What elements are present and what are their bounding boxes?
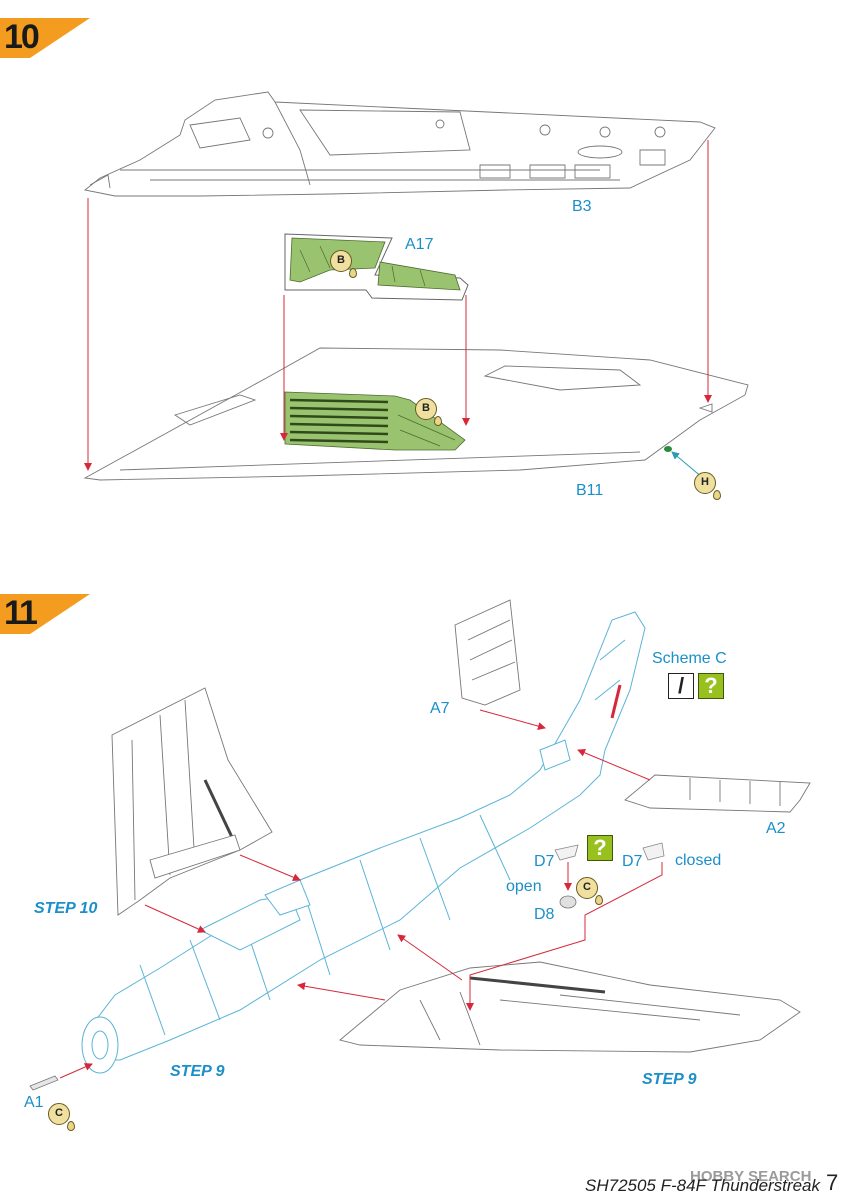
label-b11: B11 (576, 482, 604, 499)
paint-b-top-icon: B (330, 250, 357, 278)
label-d7-left: D7 (534, 853, 555, 870)
watermark: HOBBY SEARCH (690, 1168, 812, 1185)
label-open: open (506, 878, 542, 895)
paint-c-a1-icon: C (48, 1103, 75, 1131)
part-d7-right (642, 842, 665, 861)
page-number: 7 (826, 1170, 839, 1195)
step-10-badge: 10 (0, 18, 90, 58)
ref-step-9-left: STEP 9 (170, 1063, 225, 1080)
part-a17-insert (284, 233, 469, 301)
part-right-wing (339, 961, 801, 1053)
label-d7-right: D7 (622, 853, 643, 870)
step-10-badge-shape (0, 18, 90, 58)
scheme-unknown-icon: ? (698, 673, 724, 699)
part-d8 (559, 895, 577, 909)
label-scheme: Scheme C (652, 650, 727, 667)
ref-step-10: STEP 10 (34, 900, 98, 917)
part-a7-elevator (454, 599, 521, 706)
label-a7: A7 (430, 700, 450, 717)
label-a2: A2 (766, 820, 786, 837)
part-b3-wing-upper (83, 91, 716, 197)
ref-step-9-right: STEP 9 (642, 1071, 697, 1088)
part-left-wing (111, 687, 273, 916)
scheme-cut-icon: / (668, 673, 694, 699)
fin-marking (610, 684, 622, 719)
label-b3: B3 (572, 198, 592, 215)
step-11-number: 11 (4, 594, 38, 632)
step-10-number: 10 (4, 18, 40, 56)
part-b11-green-insert (284, 391, 466, 451)
step10-arrows (84, 140, 712, 471)
part-d7-left (554, 844, 579, 861)
scheme-unknown-icon-d7: ? (587, 835, 613, 861)
paint-b-bottom-icon: B (415, 398, 442, 426)
part-b11-green-lens (664, 446, 672, 452)
part-fuselage (81, 611, 646, 1074)
part-a1-pitot (29, 1075, 59, 1091)
label-closed: closed (675, 852, 722, 869)
step-11-badge: 11 (0, 594, 90, 634)
label-a17: A17 (405, 236, 434, 253)
paint-c-d8-icon: C (576, 877, 603, 905)
part-a2-elevator (624, 774, 811, 813)
label-d8: D8 (534, 906, 555, 923)
label-a1: A1 (24, 1094, 44, 1111)
step-11-badge-shape (0, 594, 90, 634)
step11-arrows (59, 709, 663, 1079)
footer-catalog: SH72505 F-84F Thunderstreak (585, 1176, 820, 1195)
paint-h-icon: H (694, 472, 721, 500)
